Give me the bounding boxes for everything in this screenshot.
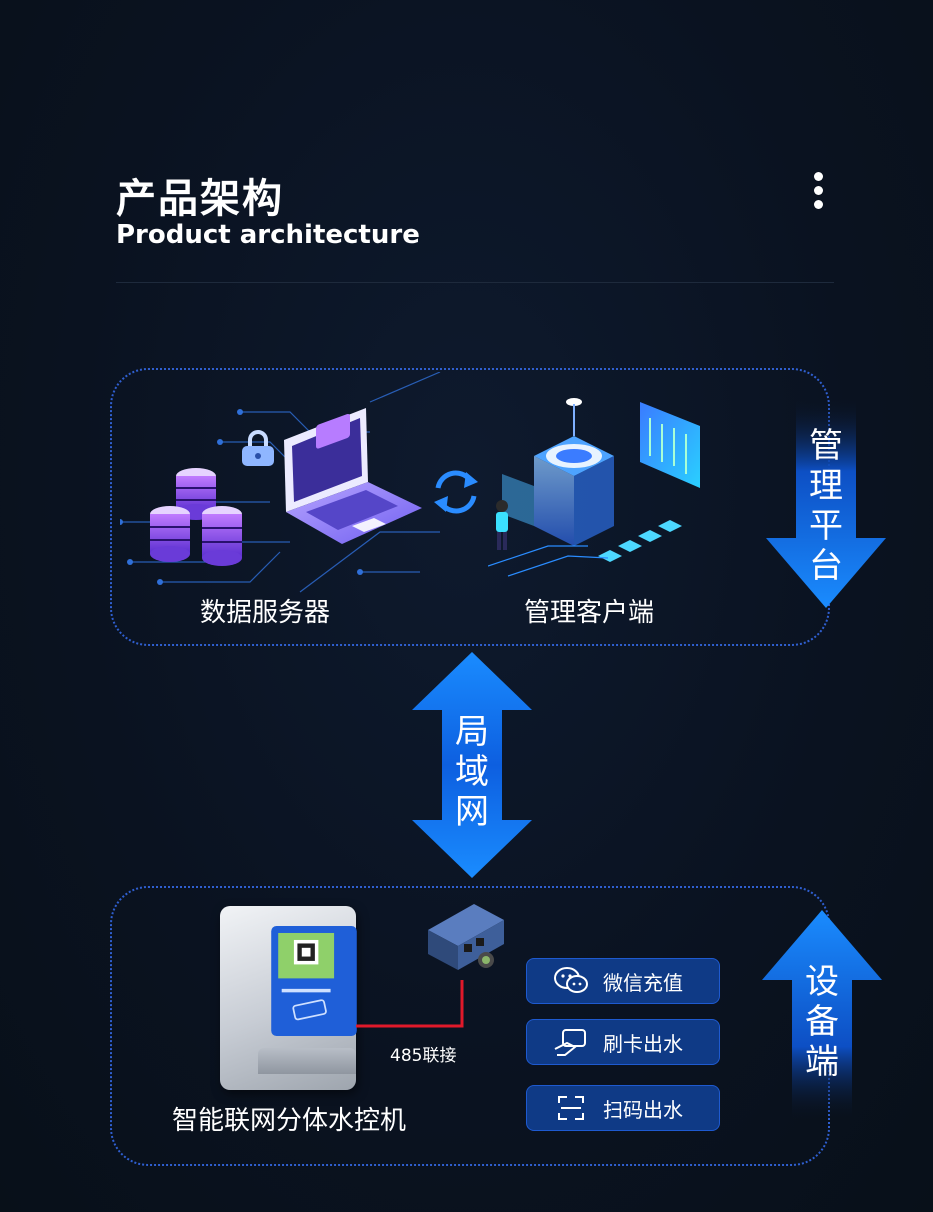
wechat-icon — [553, 966, 589, 996]
water-control-device — [220, 906, 357, 1090]
more-menu-icon[interactable] — [808, 172, 828, 212]
lan-double-arrow — [412, 652, 532, 878]
rs485-link-label: 485联接 — [390, 1046, 457, 1066]
scan-icon — [553, 1093, 589, 1123]
wechat-recharge-button[interactable]: 微信充值 — [526, 958, 720, 1004]
management-platform-label: 管理平台 — [809, 426, 843, 586]
data-server-label: 数据服务器 — [200, 598, 331, 628]
wechat-recharge-label: 微信充值 — [603, 970, 683, 995]
header-divider — [116, 282, 834, 283]
card-swipe-icon — [553, 1027, 589, 1057]
management-client-icon — [488, 398, 700, 577]
sync-arrows-icon — [434, 470, 478, 514]
device-side-label: 设备端 — [805, 962, 839, 1082]
rs485-link-line — [356, 980, 464, 1028]
device-side-arrow — [762, 910, 882, 1120]
card-swipe-water-label: 刷卡出水 — [603, 1031, 683, 1056]
page-title: 产品架构 — [116, 176, 284, 222]
management-client-label: 管理客户端 — [524, 598, 655, 628]
scan-code-water-button[interactable]: 扫码出水 — [526, 1085, 720, 1131]
scan-code-water-label: 扫码出水 — [603, 1097, 683, 1122]
lan-label: 局域网 — [455, 712, 489, 832]
rs485-gateway-icon — [428, 904, 504, 970]
page-subtitle: Product architecture — [116, 220, 420, 250]
device-screen — [271, 926, 357, 1036]
server-stack-icon — [150, 468, 242, 566]
management-platform-arrow — [766, 398, 886, 608]
laptop-icon — [284, 408, 422, 544]
lock-icon — [242, 430, 274, 466]
device-label: 智能联网分体水控机 — [172, 1106, 407, 1136]
card-swipe-water-button[interactable]: 刷卡出水 — [526, 1019, 720, 1065]
